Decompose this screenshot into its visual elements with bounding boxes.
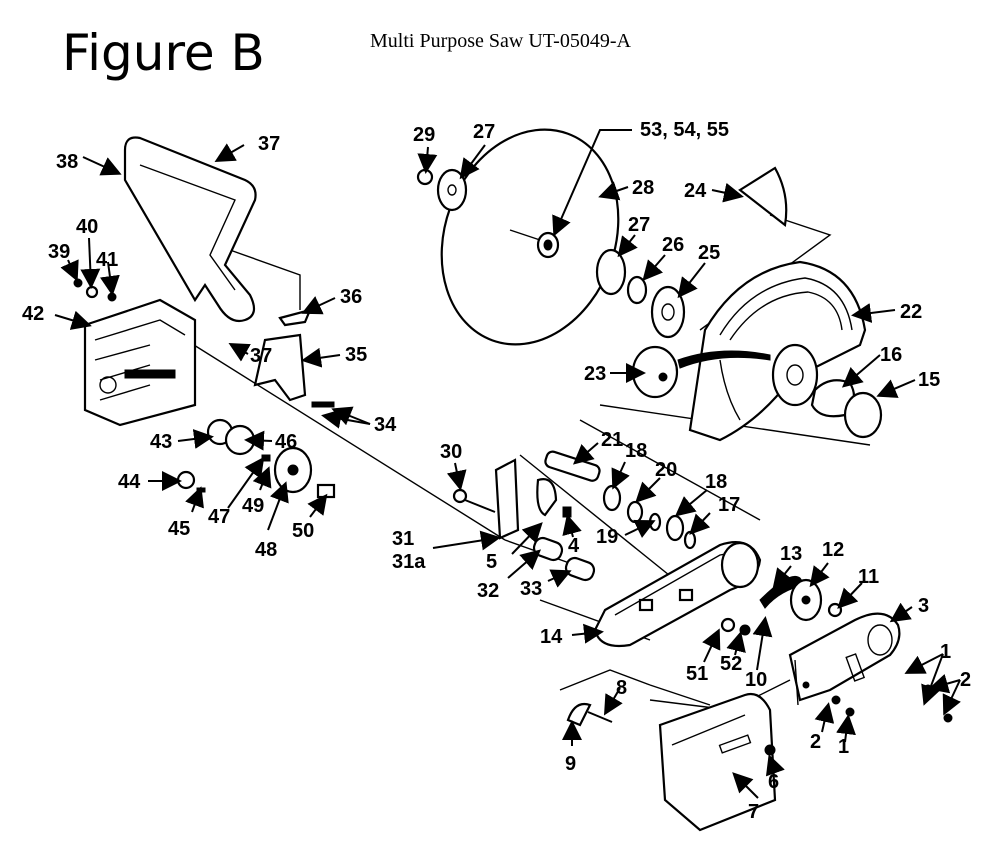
callout-18a: 18	[625, 440, 647, 462]
callout-13: 13	[780, 543, 802, 565]
callout-16: 16	[880, 344, 902, 366]
callout-31: 31	[392, 528, 414, 550]
callout-30: 30	[440, 441, 462, 463]
handle-bar	[123, 136, 257, 323]
callout-39: 39	[48, 241, 70, 263]
blade-guard-tab	[738, 166, 788, 228]
belt-cover	[788, 612, 901, 706]
nut-6	[764, 744, 776, 756]
callout-43: 43	[150, 431, 172, 453]
leader-lines	[54, 129, 961, 799]
callout-27a: 27	[473, 121, 495, 143]
callout-47: 47	[208, 506, 230, 528]
callout-7: 7	[748, 801, 759, 823]
figure-label: Figure B	[62, 24, 265, 82]
callout-46: 46	[275, 431, 297, 453]
callout-2b: 2	[810, 731, 821, 753]
callout-29: 29	[413, 124, 435, 146]
bracket	[253, 333, 307, 402]
callout-40: 40	[76, 216, 98, 238]
callout-24: 24	[684, 180, 707, 202]
callout-36: 36	[340, 286, 362, 308]
callout-5: 5	[486, 551, 497, 573]
diagram-title: Multi Purpose Saw UT-05049-A	[370, 30, 631, 52]
washer-27a	[436, 168, 468, 212]
callout-21: 21	[601, 429, 623, 451]
callout-35: 35	[345, 344, 367, 366]
callout-26: 26	[662, 234, 684, 256]
callout-20: 20	[655, 459, 677, 481]
sleeve-32	[532, 536, 564, 562]
callout-50: 50	[292, 520, 314, 542]
arm-piece	[536, 478, 558, 517]
callout-10: 10	[745, 669, 767, 691]
washer-25	[650, 285, 686, 339]
callout-18b: 18	[705, 471, 727, 493]
callout-9: 9	[565, 753, 576, 775]
callout-41: 41	[96, 249, 118, 271]
callout-37a: 37	[258, 133, 280, 155]
callout-31a: 31a	[392, 551, 426, 573]
callout-38: 38	[56, 151, 78, 173]
callout-51: 51	[686, 663, 708, 685]
clamp-9	[566, 702, 592, 727]
nut-11	[827, 602, 843, 618]
callout-37b: 37	[250, 345, 272, 367]
callout-11: 11	[858, 566, 879, 588]
callout-44: 44	[118, 471, 141, 493]
callout-19: 19	[596, 526, 618, 548]
callout-labels: 37 38 40 39 41 42 36 37 35 34 43 46 44 4…	[22, 119, 971, 823]
shaft-21	[544, 450, 601, 482]
callout-49: 49	[242, 495, 264, 517]
callout-8: 8	[616, 677, 627, 699]
ring-15	[843, 391, 883, 439]
engine-block	[83, 298, 197, 427]
callout-25: 25	[698, 242, 720, 264]
washer-27b	[595, 248, 627, 296]
callout-4: 4	[568, 535, 580, 557]
callout-22: 22	[900, 301, 922, 323]
callout-28: 28	[632, 177, 654, 199]
support-plate	[494, 458, 520, 540]
callout-23: 23	[584, 363, 606, 385]
saw-blade	[440, 128, 620, 346]
callout-17: 17	[718, 494, 740, 516]
callout-52: 52	[720, 653, 742, 675]
callout-12: 12	[822, 539, 844, 561]
blade-guard	[688, 260, 867, 442]
callout-3: 3	[918, 595, 929, 617]
callout-14: 14	[540, 626, 563, 648]
belt-drive-arm	[593, 541, 762, 648]
callout-42: 42	[22, 303, 44, 325]
washer-30	[452, 488, 468, 504]
callout-45: 45	[168, 518, 190, 540]
lower-cover	[658, 692, 777, 832]
callout-48: 48	[255, 539, 277, 561]
callout-6: 6	[768, 771, 779, 793]
callout-53-54-55: 53, 54, 55	[640, 119, 729, 141]
ring-26	[626, 275, 648, 305]
callout-34: 34	[374, 414, 397, 436]
nut-29	[416, 168, 434, 186]
callout-1a: 1	[940, 641, 951, 663]
callout-33: 33	[520, 578, 542, 600]
callout-15: 15	[918, 369, 940, 391]
callout-27b: 27	[628, 214, 650, 236]
callout-2a: 2	[960, 669, 971, 691]
callout-1b: 1	[838, 736, 849, 758]
sleeve-33	[564, 556, 596, 582]
callout-32: 32	[477, 580, 499, 602]
